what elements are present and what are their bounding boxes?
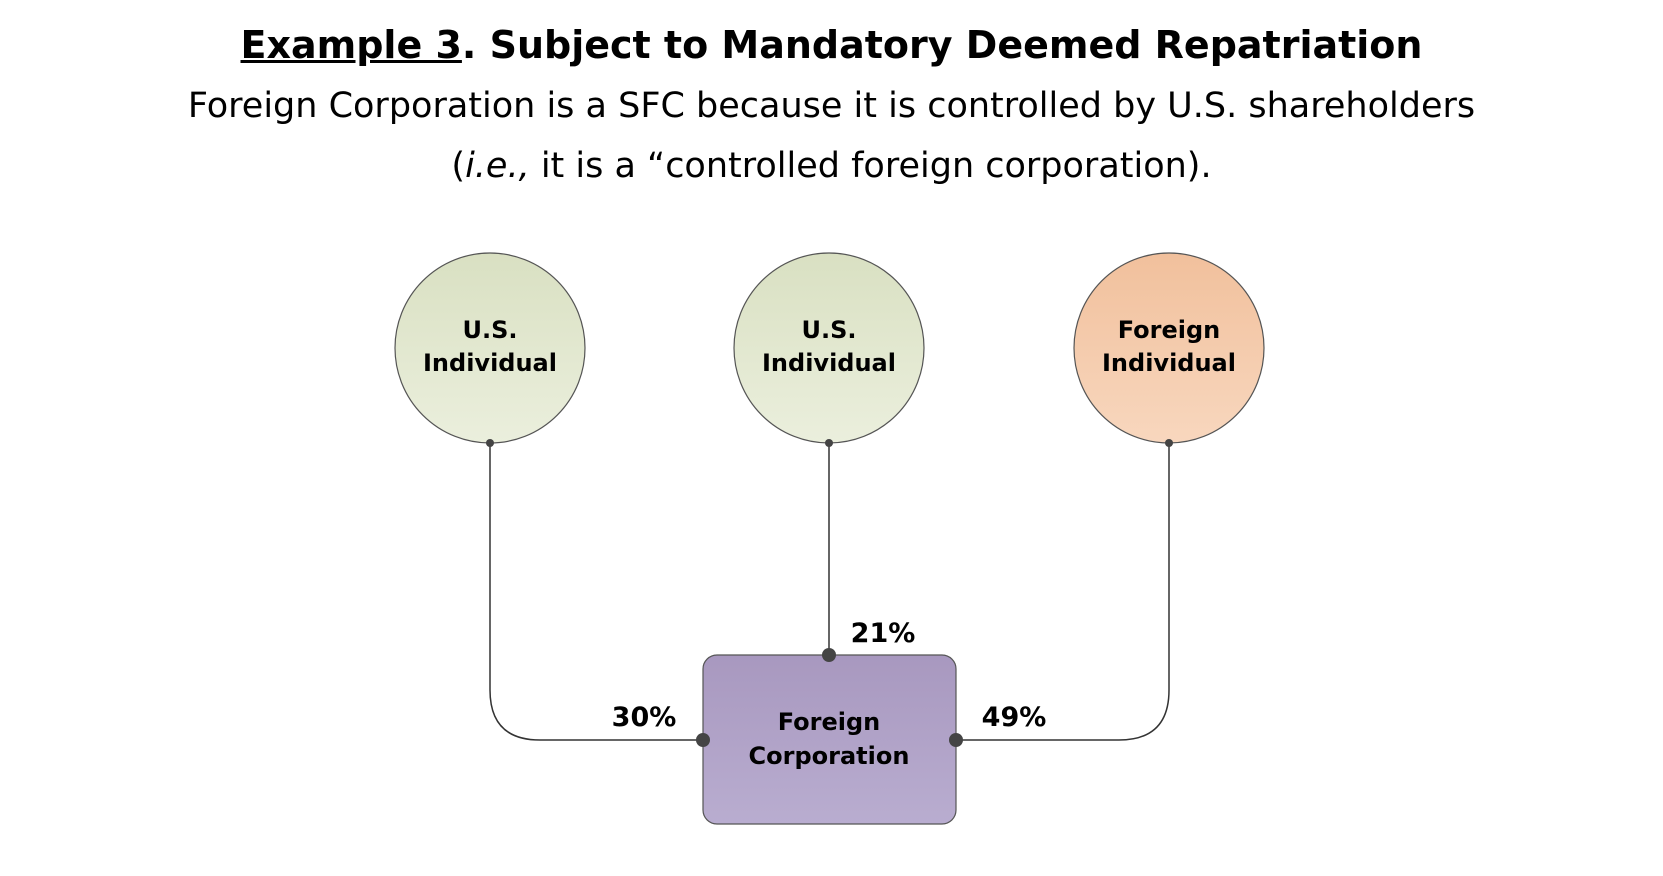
ownership-pct-foreign-individual: 49% xyxy=(982,702,1047,733)
node-us-individual-1-line1: U.S. xyxy=(462,316,517,344)
header: Example 3. Subject to Mandatory Deemed R… xyxy=(0,14,1663,196)
node-foreign-individual: Foreign Individual xyxy=(1073,252,1265,444)
subtitle-line-2: (i.e., it is a “controlled foreign corpo… xyxy=(0,136,1663,196)
title-text: . Subject to Mandatory Deemed Repatriati… xyxy=(461,23,1423,67)
dot-us-individual-1-source xyxy=(486,439,494,447)
dot-corporation-right xyxy=(949,733,963,747)
node-us-individual-2-line1: U.S. xyxy=(801,316,856,344)
ownership-pct-us-individual-2: 21% xyxy=(851,618,916,649)
dot-corporation-left xyxy=(696,733,710,747)
node-us-individual-2: U.S. Individual xyxy=(733,252,925,444)
ownership-pct-us-individual-1: 30% xyxy=(612,702,677,733)
node-foreign-corporation-line2: Corporation xyxy=(749,742,910,770)
subtitle-open-paren: ( xyxy=(451,146,466,186)
subtitle-italic: i.e., xyxy=(465,146,530,186)
node-us-individual-2-line2: Individual xyxy=(762,349,896,377)
node-us-individual-1-line2: Individual xyxy=(423,349,557,377)
node-foreign-individual-line1: Foreign xyxy=(1118,316,1221,344)
node-foreign-individual-line2: Individual xyxy=(1102,349,1236,377)
subtitle-rest: it is a “controlled foreign corporation)… xyxy=(529,146,1212,186)
dot-corporation-top xyxy=(822,648,836,662)
connector-us-individual-1 xyxy=(489,443,703,741)
node-foreign-corporation: Foreign Corporation xyxy=(702,654,957,825)
node-us-individual-1: U.S. Individual xyxy=(394,252,586,444)
page-title: Example 3. Subject to Mandatory Deemed R… xyxy=(0,14,1663,76)
dot-foreign-individual-source xyxy=(1165,439,1173,447)
example-number: Example 3 xyxy=(240,23,462,67)
dot-us-individual-2-source xyxy=(825,439,833,447)
node-foreign-corporation-line1: Foreign xyxy=(778,708,881,736)
connector-foreign-individual xyxy=(956,443,1170,741)
subtitle-line-1: Foreign Corporation is a SFC because it … xyxy=(187,86,1476,126)
